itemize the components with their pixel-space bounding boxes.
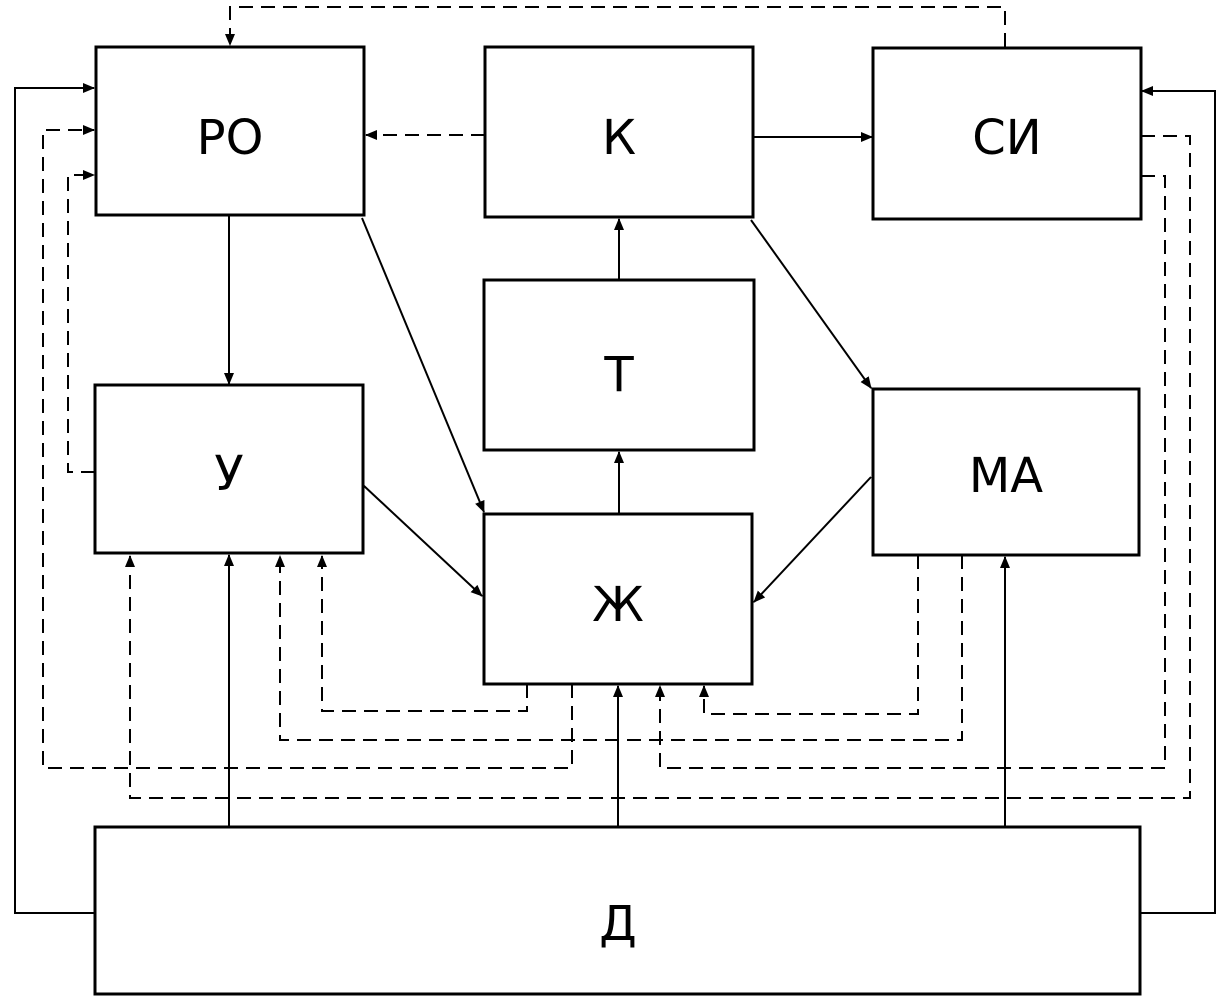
block-si-label: СИ bbox=[972, 110, 1041, 166]
arrow-u-to-zh bbox=[362, 484, 483, 597]
block-k: К bbox=[483, 45, 755, 219]
arrow-ro-to-zh bbox=[361, 217, 485, 513]
arrow-d-to-si-loop bbox=[1140, 86, 1216, 914]
dashed-ma-to-zh bbox=[699, 555, 919, 715]
block-d-label: Д bbox=[599, 896, 637, 952]
arrow-k-to-ma bbox=[750, 219, 872, 389]
block-ro: РО bbox=[94, 45, 366, 217]
block-k-label: К bbox=[602, 110, 636, 166]
block-ma: МА bbox=[871, 387, 1141, 557]
dashed-zh-to-u bbox=[317, 555, 528, 712]
block-d: Д bbox=[93, 825, 1142, 996]
block-u: У bbox=[93, 383, 365, 555]
arrow-d-to-ro-loop bbox=[14, 83, 95, 914]
block-ro-label: РО bbox=[197, 110, 264, 166]
dashed-si-to-u bbox=[125, 135, 1191, 799]
dashed-si-to-ro-top bbox=[225, 6, 1006, 47]
dashed-si-to-zh bbox=[655, 175, 1166, 769]
block-si: СИ bbox=[871, 46, 1143, 221]
arrow-ma-to-zh bbox=[753, 476, 872, 603]
block-u-label: У bbox=[214, 446, 243, 502]
dashed-connections bbox=[42, 6, 1191, 799]
block-ma-label: МА bbox=[969, 448, 1043, 504]
block-zh-label: Ж bbox=[592, 577, 644, 633]
dashed-ma-to-u bbox=[275, 555, 963, 741]
dashed-u-to-ro bbox=[67, 170, 95, 473]
block-zh: Ж bbox=[482, 512, 754, 686]
block-t-label: Т bbox=[603, 347, 634, 403]
solid-connections bbox=[14, 83, 1216, 914]
block-t: Т bbox=[482, 278, 756, 452]
